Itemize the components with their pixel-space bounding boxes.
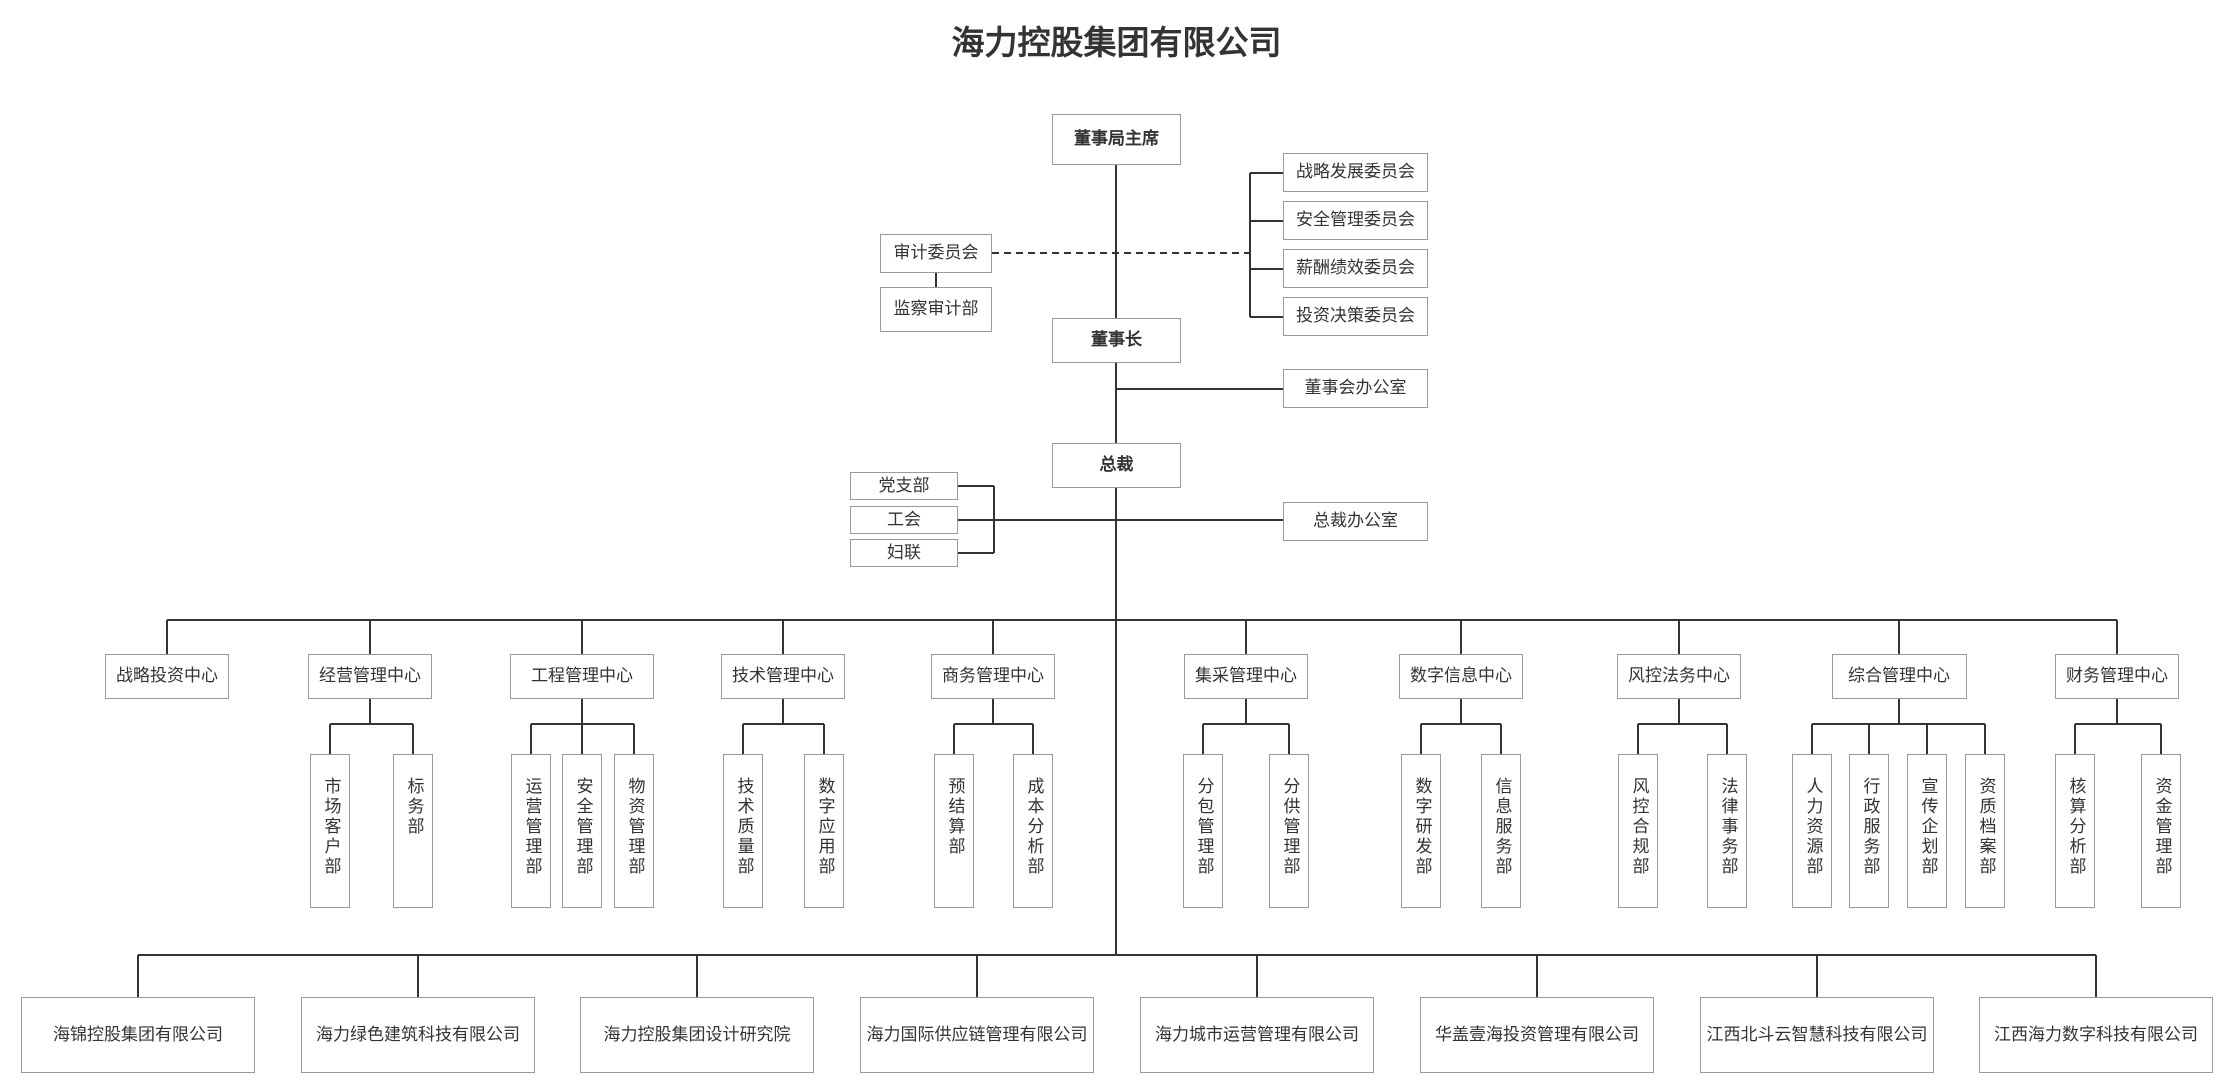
center-box: 综合管理中心 [1831,654,1967,699]
department-label: 信息服务部 [1491,777,1512,877]
department-box: 行政服务部 [1849,754,1889,908]
department-box: 核算分析部 [2055,754,2095,908]
subsidiary-box: 海力控股集团设计研究院 [580,997,814,1073]
subsidiary-box: 海力城市运营管理有限公司 [1140,997,1374,1073]
audit-committee-box: 审计委员会 [880,234,992,273]
department-label: 资金管理部 [2151,777,2172,877]
department-box: 预结算部 [934,754,974,908]
committee-safety-box: 安全管理委员会 [1283,201,1428,240]
department-box: 法律事务部 [1707,754,1747,908]
committee-strategy-box: 战略发展委员会 [1283,153,1428,192]
department-box: 物资管理部 [614,754,654,908]
department-box: 人力资源部 [1792,754,1832,908]
subsidiary-box: 海锦控股集团有限公司 [21,997,255,1073]
department-label: 分包管理部 [1193,777,1214,877]
department-label: 技术质量部 [733,777,754,877]
department-box: 数字研发部 [1401,754,1441,908]
audit-department-box: 监察审计部 [880,287,992,332]
subsidiary-box: 华盖壹海投资管理有限公司 [1420,997,1654,1073]
department-label: 资质档案部 [1975,777,1996,877]
board-office-box: 董事会办公室 [1283,369,1428,408]
department-label: 数字研发部 [1411,777,1432,877]
department-label: 数字应用部 [814,777,835,877]
department-label: 人力资源部 [1802,777,1823,877]
department-label: 法律事务部 [1717,777,1738,877]
department-box: 资金管理部 [2141,754,2181,908]
department-label: 市场客户部 [320,777,341,877]
center-box: 战略投资中心 [105,654,229,699]
department-box: 分包管理部 [1183,754,1223,908]
center-box: 数字信息中心 [1399,654,1523,699]
department-label: 运营管理部 [521,777,542,877]
center-box: 工程管理中心 [510,654,654,699]
department-label: 物资管理部 [624,777,645,877]
center-box: 经营管理中心 [308,654,432,699]
department-box: 成本分析部 [1013,754,1053,908]
department-label: 预结算部 [944,777,965,857]
center-box: 集采管理中心 [1184,654,1308,699]
department-label: 标务部 [403,777,424,837]
department-label: 宣传企划部 [1917,777,1938,877]
chairman-box: 董事长 [1052,318,1181,363]
department-box: 标务部 [393,754,433,908]
department-box: 运营管理部 [511,754,551,908]
department-box: 市场客户部 [310,754,350,908]
department-box: 安全管理部 [562,754,602,908]
president-box: 总裁 [1052,443,1181,488]
department-label: 核算分析部 [2065,777,2086,877]
department-box: 宣传企划部 [1907,754,1947,908]
center-box: 商务管理中心 [931,654,1055,699]
labor-union-box: 工会 [850,506,958,534]
department-box: 信息服务部 [1481,754,1521,908]
department-box: 分供管理部 [1269,754,1309,908]
department-label: 分供管理部 [1279,777,1300,877]
center-box: 风控法务中心 [1617,654,1741,699]
subsidiary-box: 江西海力数字科技有限公司 [1979,997,2213,1073]
chairman-of-board-box: 董事局主席 [1052,114,1181,165]
womens-federation-box: 妇联 [850,539,958,567]
subsidiary-box: 江西北斗云智慧科技有限公司 [1700,997,1934,1073]
subsidiary-box: 海力国际供应链管理有限公司 [860,997,1094,1073]
center-box: 技术管理中心 [721,654,845,699]
committee-investment-box: 投资决策委员会 [1283,297,1428,336]
president-office-box: 总裁办公室 [1283,502,1428,541]
department-box: 数字应用部 [804,754,844,908]
department-label: 成本分析部 [1023,777,1044,877]
center-box: 财务管理中心 [2055,654,2179,699]
department-box: 技术质量部 [723,754,763,908]
department-box: 资质档案部 [1965,754,2005,908]
chart-title: 海力控股集团有限公司 [951,23,1282,62]
subsidiary-box: 海力绿色建筑科技有限公司 [301,997,535,1073]
committee-compensation-box: 薪酬绩效委员会 [1283,249,1428,288]
department-label: 安全管理部 [572,777,593,877]
department-label: 风控合规部 [1628,777,1649,877]
department-box: 风控合规部 [1618,754,1658,908]
department-label: 行政服务部 [1859,777,1880,877]
party-branch-box: 党支部 [850,472,958,500]
